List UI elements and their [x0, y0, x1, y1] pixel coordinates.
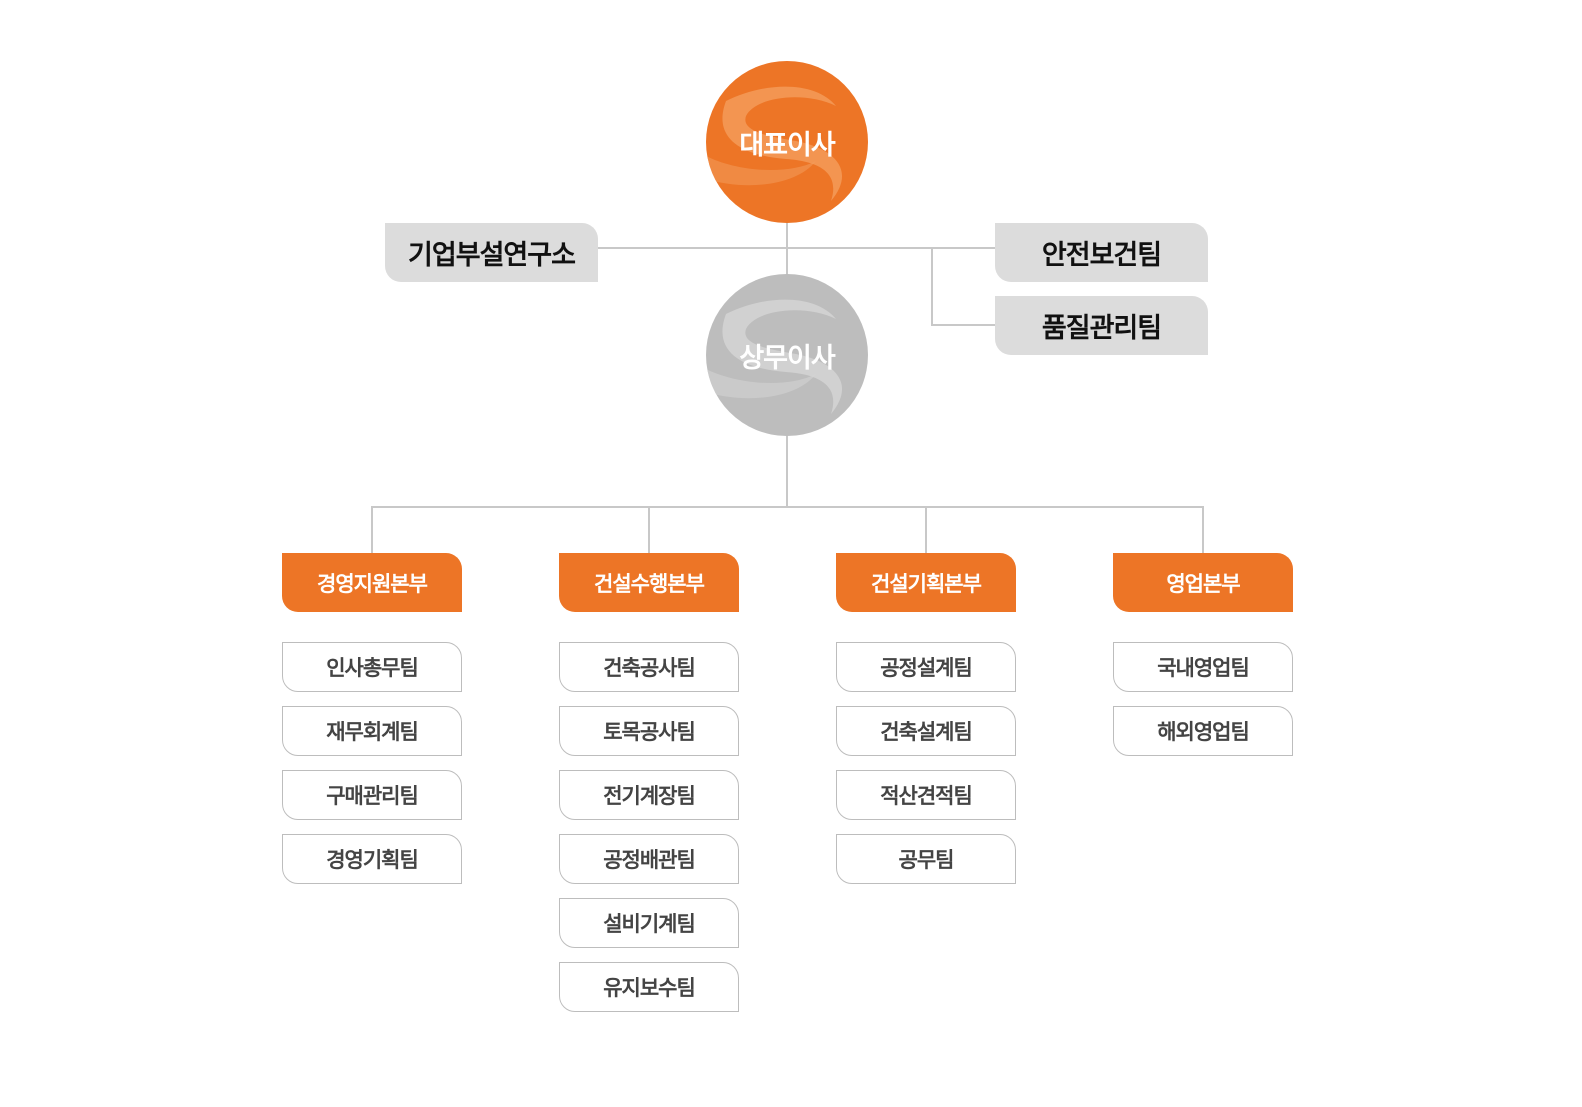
connector-division-1: [371, 506, 373, 553]
team-item[interactable]: 경영기획팀: [282, 834, 462, 884]
team-label: 건축공사팀: [603, 656, 696, 680]
team-item[interactable]: 해외영업팀: [1113, 706, 1293, 756]
executive-label: 상무이사: [739, 342, 835, 374]
team-list-sales: 국내영업팀 해외영업팀: [1113, 642, 1293, 770]
connector-exec-down: [786, 435, 788, 508]
team-item[interactable]: 전기계장팀: [559, 770, 739, 820]
team-item[interactable]: 적산견적팀: [836, 770, 1016, 820]
staff-label: 기업부설연구소: [408, 240, 576, 271]
division-construction-execution[interactable]: 건설수행본부: [559, 553, 739, 612]
team-label: 전기계장팀: [603, 784, 696, 808]
connector-staff-right-vertical: [931, 247, 933, 326]
team-item[interactable]: 재무회계팀: [282, 706, 462, 756]
division-management-support[interactable]: 경영지원본부: [282, 553, 462, 612]
team-item[interactable]: 공정배관팀: [559, 834, 739, 884]
team-label: 토목공사팀: [603, 720, 696, 744]
team-label: 설비기계팀: [603, 912, 696, 936]
team-label: 해외영업팀: [1157, 720, 1250, 744]
connector-ceo-to-exec: [786, 222, 788, 276]
executive-node[interactable]: 상무이사: [706, 274, 868, 436]
ceo-node[interactable]: 대표이사: [706, 61, 868, 223]
division-sales[interactable]: 영업본부: [1113, 553, 1293, 612]
team-label: 공정설계팀: [880, 656, 973, 680]
team-item[interactable]: 토목공사팀: [559, 706, 739, 756]
team-item[interactable]: 인사총무팀: [282, 642, 462, 692]
connector-division-2: [648, 506, 650, 553]
team-item[interactable]: 공정설계팀: [836, 642, 1016, 692]
ceo-label: 대표이사: [739, 129, 835, 161]
team-item[interactable]: 설비기계팀: [559, 898, 739, 948]
connector-division-4: [1202, 506, 1204, 553]
team-label: 인사총무팀: [326, 656, 419, 680]
staff-label: 안전보건팀: [1041, 240, 1162, 271]
division-label: 건설기획본부: [871, 571, 982, 596]
connector-division-3: [925, 506, 927, 553]
team-label: 경영기획팀: [326, 848, 419, 872]
team-label: 건축설계팀: [880, 720, 973, 744]
connector-staff-horizontal: [598, 247, 995, 249]
team-item[interactable]: 구매관리팀: [282, 770, 462, 820]
team-item[interactable]: 국내영업팀: [1113, 642, 1293, 692]
team-label: 유지보수팀: [603, 976, 696, 1000]
team-item[interactable]: 건축공사팀: [559, 642, 739, 692]
connector-staff-right-lower: [931, 324, 995, 326]
division-label: 경영지원본부: [317, 571, 428, 596]
staff-label: 품질관리팀: [1041, 313, 1162, 344]
team-list-construction-planning: 공정설계팀 건축설계팀 적산견적팀 공무팀: [836, 642, 1016, 898]
swirl-logo-icon: [706, 86, 843, 201]
staff-research-institute[interactable]: 기업부설연구소: [385, 223, 598, 282]
team-label: 공정배관팀: [603, 848, 696, 872]
connector-divisions-horizontal: [371, 506, 1204, 508]
staff-quality-team[interactable]: 품질관리팀: [995, 296, 1208, 355]
team-label: 재무회계팀: [326, 720, 419, 744]
team-label: 공무팀: [898, 848, 955, 872]
team-item[interactable]: 유지보수팀: [559, 962, 739, 1012]
team-label: 적산견적팀: [880, 784, 973, 808]
team-list-management-support: 인사총무팀 재무회계팀 구매관리팀 경영기획팀: [282, 642, 462, 898]
team-label: 구매관리팀: [326, 784, 419, 808]
division-label: 건설수행본부: [594, 571, 705, 596]
swirl-logo-icon: [706, 299, 843, 414]
division-construction-planning[interactable]: 건설기획본부: [836, 553, 1016, 612]
team-list-construction-execution: 건축공사팀 토목공사팀 전기계장팀 공정배관팀 설비기계팀 유지보수팀: [559, 642, 739, 1026]
team-item[interactable]: 건축설계팀: [836, 706, 1016, 756]
team-label: 국내영업팀: [1157, 656, 1250, 680]
division-label: 영업본부: [1166, 571, 1240, 596]
team-item[interactable]: 공무팀: [836, 834, 1016, 884]
staff-safety-health-team[interactable]: 안전보건팀: [995, 223, 1208, 282]
